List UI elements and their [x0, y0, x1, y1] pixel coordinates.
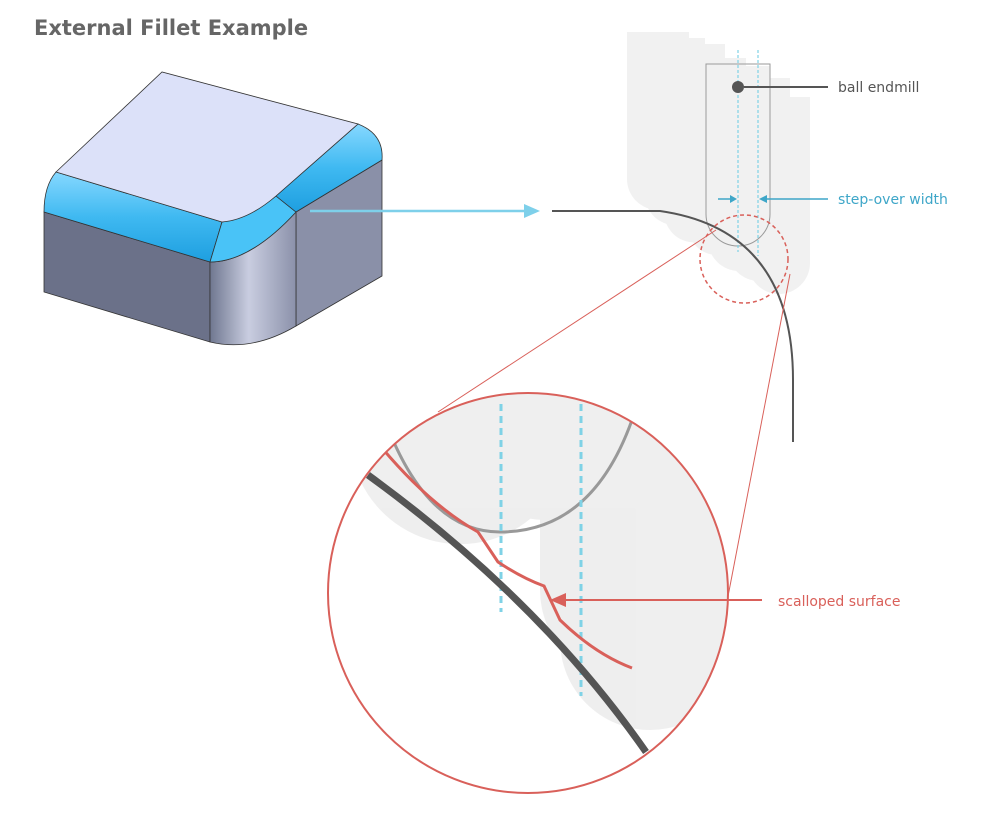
- fillet-profile-curve: [552, 210, 794, 442]
- ball-endmill-tool-icon: [705, 50, 828, 256]
- part-3d-icon: [43, 71, 383, 346]
- cyan-pointer-arrow: [310, 204, 540, 218]
- step-over-label: step-over width: [838, 192, 948, 208]
- zoom-connector-lines: [437, 229, 791, 613]
- endmill-ghosts: [627, 32, 810, 294]
- scalloped-surface-line: [380, 447, 633, 670]
- scalloped-pointer-arrow: [550, 593, 762, 607]
- ball-endmill-label: ball endmill: [838, 80, 919, 96]
- scalloped-surface-label: scalloped surface: [778, 594, 901, 610]
- step-over-arrows: [718, 195, 828, 203]
- zoom-profile-curve: [365, 472, 649, 755]
- page-title: External Fillet Example: [34, 16, 309, 40]
- zoom-detail: [327, 392, 729, 794]
- magnifier-circle-icon: [699, 214, 789, 304]
- zoom-tool-arc: [376, 399, 634, 534]
- part-top-face: [55, 71, 359, 223]
